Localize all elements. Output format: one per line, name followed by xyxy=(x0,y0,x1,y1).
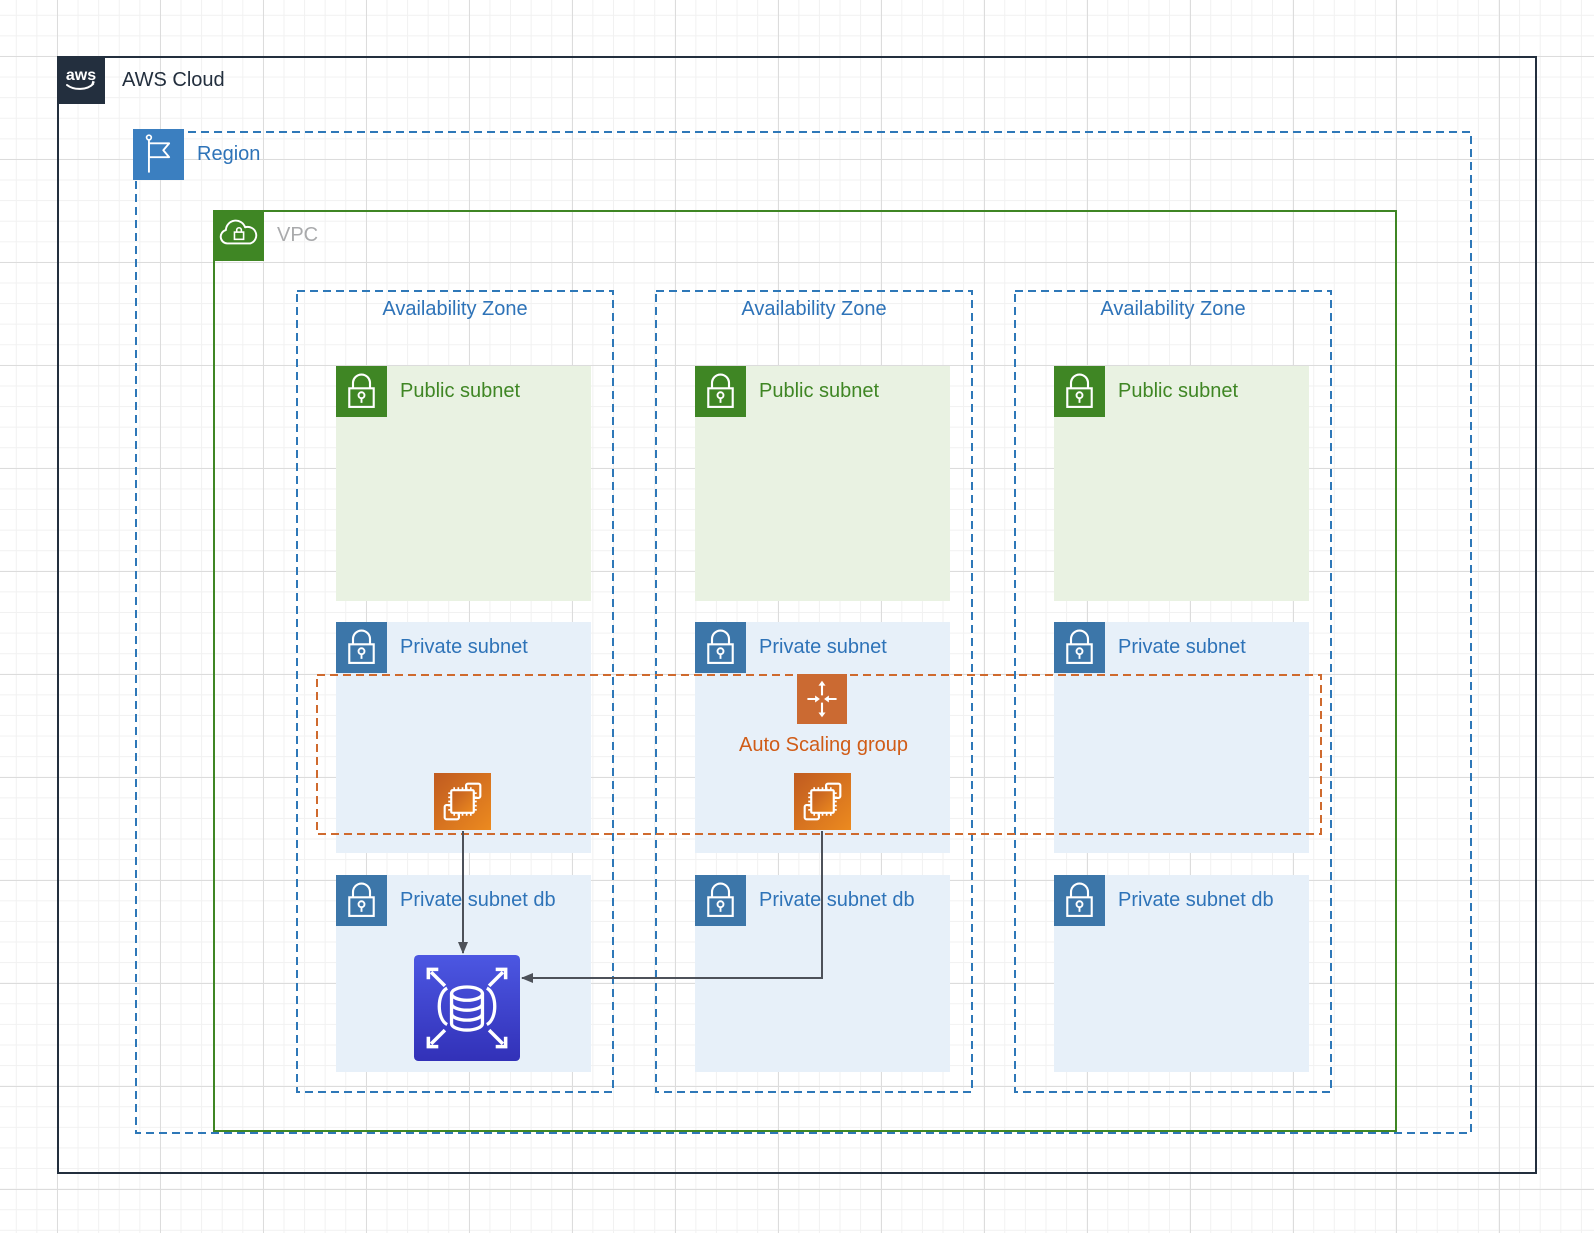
padlock-icon xyxy=(1054,875,1105,926)
padlock-icon xyxy=(695,622,746,673)
padlock-icon xyxy=(336,366,387,417)
public-subnet[interactable]: Public subnet xyxy=(336,366,591,601)
flag-icon xyxy=(133,129,184,180)
padlock-icon xyxy=(336,875,387,926)
auto-scaling-group-label: Auto Scaling group xyxy=(738,734,908,756)
public-subnet-label: Public subnet xyxy=(759,380,880,402)
public-subnet[interactable]: Public subnet xyxy=(1054,366,1309,601)
padlock-icon xyxy=(1054,366,1105,417)
availability-zone-3[interactable]: Availability Zone Public subnet Private … xyxy=(1014,290,1332,1093)
aws-cloud-group[interactable]: aws AWS Cloud xyxy=(57,56,1537,1174)
aws-logo-text: aws xyxy=(66,67,96,84)
cloud-lock-icon xyxy=(213,210,264,261)
private-subnet-db[interactable]: Private subnet db xyxy=(695,875,950,1072)
vpc-label: VPC xyxy=(277,224,319,246)
ec2-instance-icon[interactable] xyxy=(794,773,851,830)
public-subnet-label: Public subnet xyxy=(400,380,521,402)
public-subnet-label: Public subnet xyxy=(1118,380,1239,402)
scaling-database-icon[interactable] xyxy=(414,955,520,1061)
private-subnet-label: Private subnet xyxy=(1118,636,1246,658)
private-subnet-label: Private subnet xyxy=(759,636,887,658)
vpc-group[interactable]: VPC xyxy=(213,210,1397,1132)
padlock-icon xyxy=(695,875,746,926)
padlock-icon xyxy=(336,622,387,673)
private-subnet-db-label: Private subnet db xyxy=(759,889,915,911)
az-label: Availability Zone xyxy=(1100,298,1246,320)
aws-cloud-label: AWS Cloud xyxy=(122,69,225,91)
az-label: Availability Zone xyxy=(741,298,887,320)
private-subnet-db[interactable]: Private subnet db xyxy=(1054,875,1309,1072)
padlock-icon xyxy=(695,366,746,417)
az-label: Availability Zone xyxy=(382,298,528,320)
auto-scaling-icon[interactable] xyxy=(797,674,847,724)
aws-logo-icon: aws xyxy=(57,56,105,104)
public-subnet[interactable]: Public subnet xyxy=(695,366,950,601)
private-subnet-db-label: Private subnet db xyxy=(400,889,556,911)
private-subnet-db-label: Private subnet db xyxy=(1118,889,1274,911)
region-label: Region xyxy=(197,143,261,165)
padlock-icon xyxy=(1054,622,1105,673)
ec2-instance-icon[interactable] xyxy=(434,773,491,830)
private-subnet-label: Private subnet xyxy=(400,636,528,658)
